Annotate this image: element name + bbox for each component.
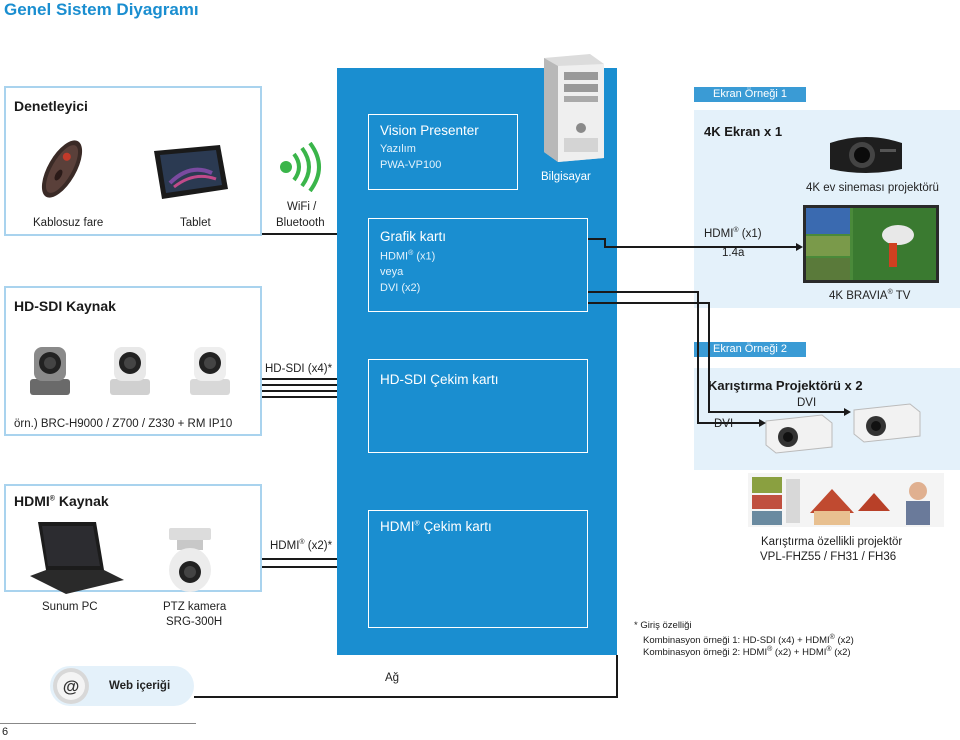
screen1-projector-label: 4K ev sineması projektörü — [806, 182, 939, 194]
dvi-link-line — [697, 291, 699, 424]
svg-text:@: @ — [63, 677, 80, 696]
tablet-icon — [154, 145, 228, 199]
vision-presenter-sub1: Yazılım — [380, 143, 416, 155]
vision-presenter-box: Vision Presenter Yazılım PWA-VP100 — [368, 114, 518, 190]
screen1-title: 4K Ekran x 1 — [704, 124, 783, 139]
notes-line1: * Giriş özelliği — [634, 620, 692, 631]
screen1-header: Ekran Örneği 1 — [694, 87, 806, 102]
ptz-camera-icon — [169, 528, 211, 592]
graphics-card-title: Grafik kartı — [380, 229, 447, 244]
web-content-label: Web içeriği — [109, 680, 171, 692]
screen2-title: Karıştırma Projektörü x 2 — [708, 378, 863, 393]
computer-label: Bilgisayar — [541, 171, 591, 183]
hdsdi-line — [262, 378, 360, 380]
screen2-header: Ekran Örneği 2 — [694, 342, 806, 357]
sdi-capture-card-box: HD-SDI Çekim kartı — [368, 359, 588, 453]
sdi-capture-card-title: HD-SDI Çekim kartı — [380, 372, 499, 387]
network-label: Ağ — [385, 672, 400, 684]
network-line — [616, 655, 618, 697]
hdmi-capture-card-box: HDMI® Çekim kartı — [368, 510, 588, 628]
computer-tower-icon — [544, 54, 604, 162]
dvi-link-line — [697, 422, 763, 424]
graphics-link-line — [588, 238, 606, 240]
hdsdi-line — [262, 396, 360, 398]
hdmi-item-pc: Sunum PC — [42, 601, 98, 613]
ptz-camera-icon — [30, 347, 70, 395]
screen2-caption2: VPL-FHZ55 / FH31 / FH36 — [760, 551, 897, 563]
vision-presenter-sub2: PWA-VP100 — [380, 159, 442, 171]
dvi-link-line — [708, 302, 710, 413]
dvi-arrow — [844, 408, 851, 416]
screen2-caption1: Karıştırma özellikli projektör — [761, 536, 903, 548]
network-line — [194, 696, 618, 698]
projector-icon — [853, 403, 921, 443]
screen2-dvi-left: DVI — [714, 418, 734, 430]
dvi-link-line — [588, 302, 710, 304]
graphics-link-line — [604, 238, 606, 248]
hdmi-line — [262, 558, 360, 560]
graphics-card-or: veya — [380, 266, 404, 278]
ptz-camera-icon — [190, 347, 230, 395]
controller-item-bluetooth: Bluetooth — [276, 217, 325, 229]
screen1-link-version: 1.4a — [722, 247, 745, 259]
page-number: 6 — [2, 726, 9, 738]
notes-line2: Kombinasyon örneği 1: HD-SDI (x4) + HDMI… — [643, 634, 854, 647]
hdsdi-link-label: HD-SDI (x4)* — [265, 363, 333, 375]
blended-screen-icon — [748, 473, 944, 527]
screen1-link-label: HDMI® (x1) — [704, 227, 762, 240]
hdmi-line — [262, 566, 360, 568]
graphics-card-box: Grafik kartı HDMI® (x1) veya DVI (x2) — [368, 218, 588, 312]
hdmi-item-ptz: PTZ kamera — [163, 601, 227, 613]
page-rule — [0, 723, 196, 724]
screen1-tv-label: 4K BRAVIA® TV — [829, 289, 911, 302]
graphics-card-hdmi: HDMI® (x1) — [380, 250, 436, 263]
hdsdi-line — [262, 390, 360, 392]
projector-icon — [765, 414, 833, 454]
graphics-card-dvi: DVI (x2) — [380, 282, 421, 294]
ptz-camera-icon — [110, 347, 150, 395]
notes-line3: Kombinasyon örneği 2: HDMI® (x2) + HDMI®… — [643, 646, 851, 659]
dvi-arrow — [759, 419, 766, 427]
wifi-icon — [280, 142, 321, 192]
hdsdi-source-title: HD-SDI Kaynak — [14, 298, 116, 314]
dvi-link-line — [708, 411, 848, 413]
hdsdi-line — [262, 384, 360, 386]
dvi-link-line — [588, 291, 698, 293]
graphics-arrow — [796, 243, 803, 251]
hdmi-item-ptz-model: SRG-300H — [166, 616, 223, 628]
controller-item-mouse: Kablosuz fare — [33, 217, 104, 229]
controller-item-wifi: WiFi / — [287, 201, 317, 213]
graphics-link-line — [604, 246, 800, 248]
hdsdi-example: örn.) BRC-H9000 / Z700 / Z330 + RM IP10 — [14, 418, 233, 430]
tv-icon — [803, 205, 939, 283]
projector-icon — [830, 137, 902, 173]
wireless-mouse-icon — [41, 140, 83, 198]
web-at-icon: @ — [53, 668, 89, 704]
page-title: Genel Sistem Diyagramı — [4, 0, 199, 19]
screen2-dvi-top: DVI — [797, 397, 817, 409]
vision-presenter-title: Vision Presenter — [380, 123, 479, 138]
controller-link-line — [262, 233, 360, 235]
laptop-icon — [30, 522, 124, 594]
hdmi-capture-card-title: HDMI® Çekim kartı — [380, 519, 492, 534]
controller-item-tablet: Tablet — [180, 217, 211, 229]
hdmi-link-label: HDMI® (x2)* — [270, 539, 333, 552]
controller-title: Denetleyici — [14, 98, 88, 114]
hdmi-source-title: HDMI® Kaynak — [14, 493, 109, 509]
